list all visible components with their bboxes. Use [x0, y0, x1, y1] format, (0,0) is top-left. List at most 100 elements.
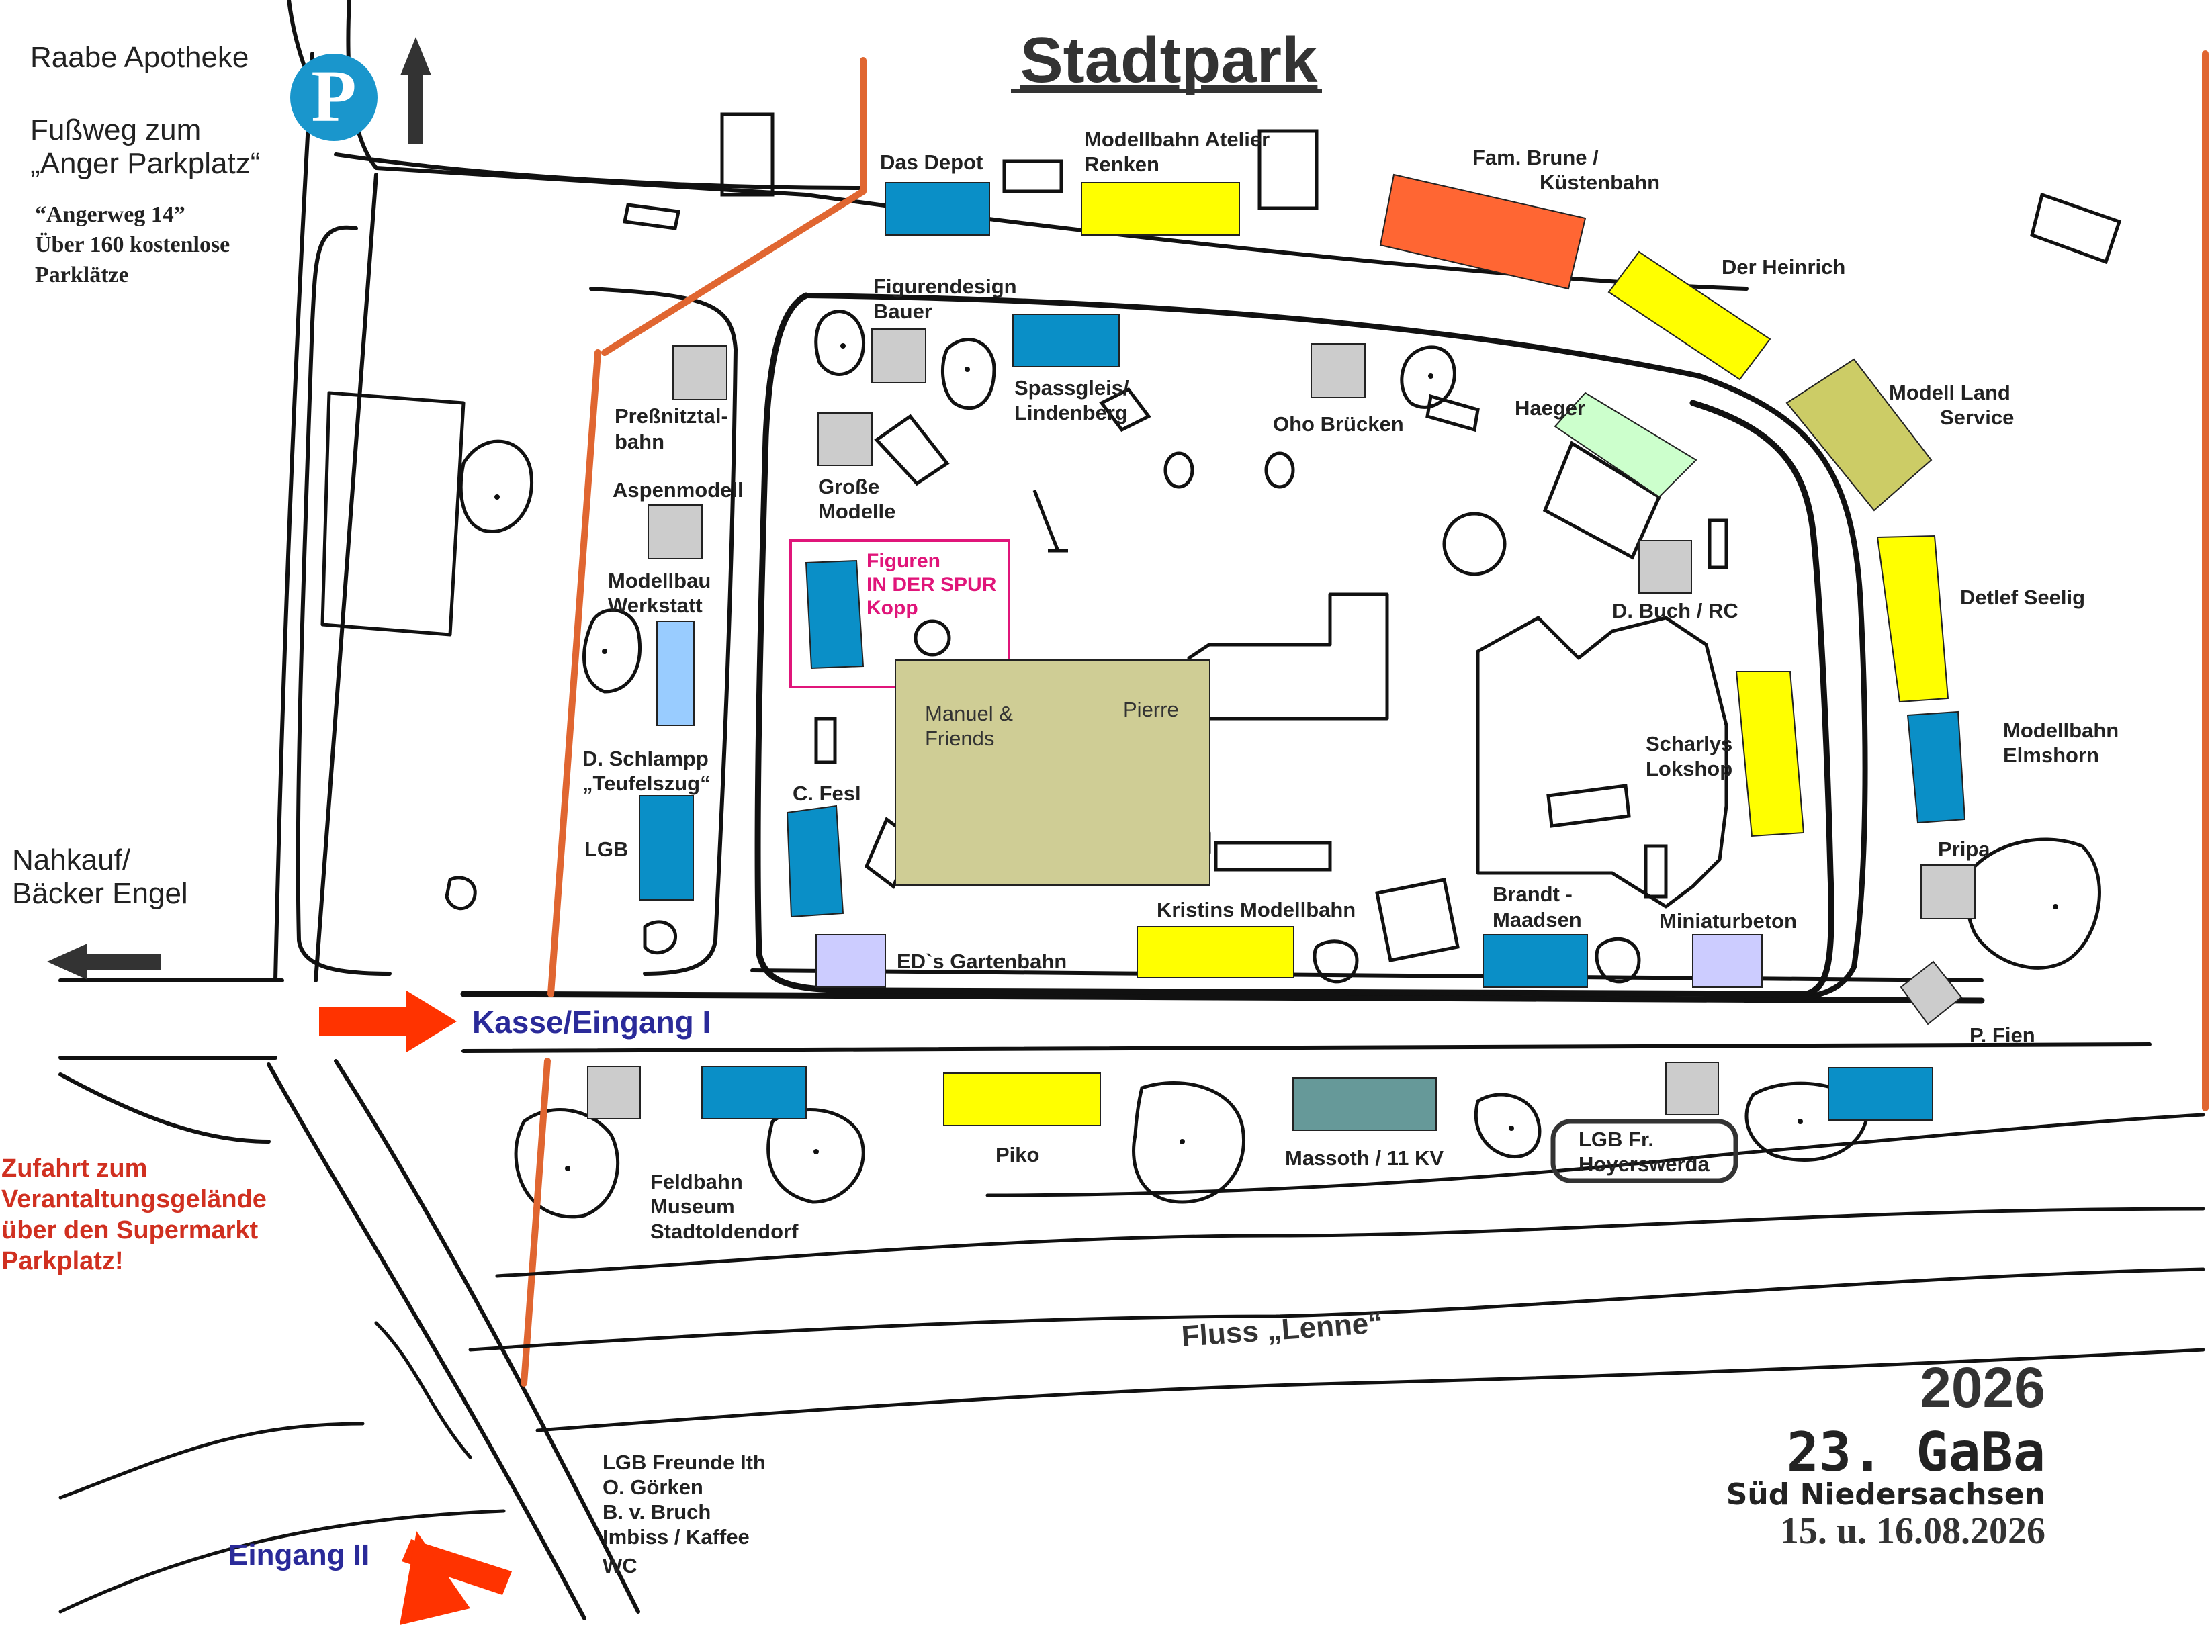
label-seelig: Detlef Seelig	[1960, 586, 2085, 609]
label-elmshorn-2: Elmshorn	[2003, 743, 2099, 767]
label-feldbahn-1: Feldbahn	[650, 1170, 743, 1193]
hoyerswerda-box	[1550, 1119, 1738, 1183]
label-bottom-3: B. v. Bruch	[603, 1500, 711, 1524]
booths	[587, 173, 1976, 1131]
event-year: 2026	[1920, 1356, 2045, 1419]
label-figuren-2: IN DER SPUR	[867, 573, 997, 596]
label-miniaturbeton: Miniaturbeton	[1659, 909, 1797, 933]
label-bottom-5: WC	[603, 1554, 637, 1577]
label-spassgleis-1: Spassgleis/	[1014, 376, 1129, 400]
eingang-ii-arrow-icon	[400, 1531, 512, 1625]
label-pressnitztal-2: bahn	[615, 430, 664, 453]
entrance-second-label: Eingang II	[228, 1539, 369, 1571]
entrance-main-label: Kasse/Eingang I	[472, 1005, 711, 1040]
label-oho: Oho Brücken	[1273, 412, 1404, 436]
label-manuel-1: Manuel &	[925, 702, 1013, 725]
access-note-4: Parkplatz!	[1, 1247, 124, 1275]
page-title: Stadtpark	[1020, 24, 1318, 96]
booth-aspenmodell	[648, 504, 703, 559]
parking-info-2: Parklätze	[35, 263, 129, 287]
booth-pripa	[1920, 864, 1976, 919]
booth-eds-gartenbahn	[815, 934, 886, 988]
booth-piko	[943, 1072, 1101, 1126]
label-modell-land-1: Modell Land	[1889, 381, 2010, 404]
label-pierre: Pierre	[1123, 698, 1179, 721]
booth-blue-lower-right	[1828, 1067, 1933, 1121]
booth-figuren-spur	[805, 559, 865, 670]
booth-der-heinrich	[1607, 250, 1771, 381]
parking-symbol: P	[311, 55, 356, 137]
entrance-arrow-icon	[319, 991, 457, 1052]
booth-brandt	[1483, 934, 1588, 988]
label-werkstatt-2: Werkstatt	[608, 594, 703, 617]
label-brune-2: Küstenbahn	[1540, 171, 1660, 194]
label-c-fesl: C. Fesl	[793, 782, 861, 805]
access-note-3: über den Supermarkt	[1, 1216, 259, 1244]
label-feldbahn-3: Stadtoldendorf	[650, 1220, 799, 1243]
booth-modellbahn-atelier	[1081, 182, 1240, 236]
label-aspenmodell: Aspenmodell	[613, 478, 744, 502]
booth-miniaturbeton	[1692, 934, 1763, 988]
label-bottom-2: O. Görken	[603, 1475, 703, 1499]
label-das-depot: Das Depot	[880, 150, 983, 174]
booth-gray-lower-left	[587, 1066, 641, 1119]
booth-feldbahn	[701, 1066, 807, 1119]
outline-objects	[623, 112, 2122, 962]
parking-info-1: Über 160 kostenlose	[35, 232, 230, 257]
pond-outline	[1476, 616, 1728, 909]
label-scharlys-2: Lokshop	[1646, 757, 1732, 780]
arrow-left-icon	[47, 944, 161, 980]
event-name: 23. GaBa	[1787, 1421, 2045, 1483]
booth-spassgleis	[1012, 314, 1120, 367]
label-atelier-2: Renken	[1084, 152, 1159, 176]
access-note-2: Verantaltungsgelände	[1, 1185, 267, 1213]
label-feldbahn-2: Museum	[650, 1195, 735, 1218]
booth-modellbau-werkstatt	[656, 621, 695, 726]
label-lgb: LGB	[584, 837, 628, 861]
booth-p-fien	[1900, 960, 1963, 1025]
label-eds: ED`s Gartenbahn	[897, 950, 1067, 973]
booth-detlef-seelig	[1876, 535, 1949, 703]
booth-haeger	[1554, 392, 1697, 498]
event-dates: 15. u. 16.08.2026	[1780, 1510, 2045, 1552]
shops-label-2: Bäcker Engel	[12, 877, 188, 910]
fence-lines	[521, 50, 2209, 1387]
lot-outline	[320, 391, 466, 637]
access-note-1: Zufahrt zum	[1, 1154, 147, 1183]
label-brandt-1: Brandt -	[1493, 882, 1573, 906]
shops-label-1: Nahkauf/	[12, 843, 131, 876]
label-figuren-3: Kopp	[867, 597, 918, 619]
booth-kristins	[1137, 926, 1294, 978]
booth-c-fesl	[786, 805, 844, 918]
event-region: Süd Niedersachsen	[1726, 1477, 2045, 1512]
booth-scharlys	[1735, 671, 1805, 837]
road-network	[58, 0, 2152, 1620]
label-spassgleis-2: Lindenberg	[1014, 401, 1128, 424]
trees	[445, 310, 2101, 1219]
label-grosse-2: Modelle	[818, 500, 895, 523]
label-grosse-1: Große	[818, 475, 879, 498]
label-schlampp-1: D. Schlampp	[582, 747, 709, 770]
pharmacy-label: Raabe Apotheke	[30, 41, 249, 74]
label-werkstatt-1: Modellbau	[608, 569, 711, 592]
booth-lgb	[639, 795, 694, 901]
booth-modell-land	[1785, 358, 1933, 512]
label-schlampp-2: „Teufelszug“	[582, 772, 711, 795]
park-path-inner-lower	[754, 292, 1834, 997]
label-brune-1: Fam. Brune /	[1472, 146, 1599, 169]
label-p-fien: P. Fien	[1970, 1023, 2035, 1047]
booth-massoth	[1292, 1077, 1437, 1131]
label-manuel-2: Friends	[925, 727, 994, 750]
label-figuren-1: Figuren	[867, 550, 940, 572]
river-lenne	[58, 1113, 2205, 1614]
booth-das-depot	[885, 182, 990, 236]
booth-d-buch	[1638, 540, 1692, 594]
label-brandt-2: Maadsen	[1493, 908, 1582, 931]
label-massoth: Massoth / 11 KV	[1285, 1146, 1444, 1170]
booth-modellbahn-elmshorn	[1906, 710, 1966, 824]
booth-fam-brune	[1379, 173, 1587, 290]
parking-sign: P	[290, 54, 378, 141]
booth-grosse-modelle	[817, 412, 873, 466]
label-kristins: Kristins Modellbahn	[1157, 898, 1356, 921]
